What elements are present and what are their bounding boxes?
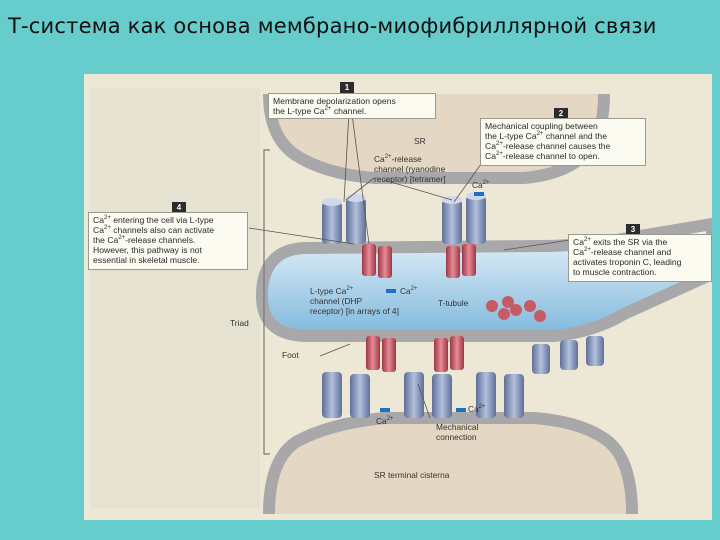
slide-title: Т-система как основа мембрано-миофибрилл… <box>8 14 712 38</box>
callout-2-line3a: Ca <box>485 141 496 151</box>
label-ca-lower-right: Ca2+ <box>468 404 486 414</box>
label-ca-upper-sup: 2+ <box>483 180 490 186</box>
callout-4-line3: the Ca2+-release channels. <box>93 235 243 245</box>
callout-3-line1: Ca2+ exits the SR via the <box>573 237 707 247</box>
label-t-tubule: T-tubule <box>438 298 468 308</box>
label-ltype-channel: L-type Ca2+ channel (DHP receptor) [in a… <box>310 286 440 316</box>
callout-3-sup1: 2+ <box>584 237 591 243</box>
label-ltype-sup: 2+ <box>346 286 353 292</box>
callout-1-number: 1 <box>340 82 354 93</box>
callout-2-line4b: -release channel to open. <box>503 151 600 161</box>
label-ca-ttubule-sup: 2+ <box>411 286 418 292</box>
callout-4-sup2: 2+ <box>104 225 111 231</box>
callout-3-line1b: exits the SR via the <box>591 237 667 247</box>
label-release-ca: Ca <box>374 154 385 164</box>
callout-2-line3: Ca2+-release channel causes the <box>485 141 641 151</box>
callout-1-line1: Membrane depolarization opens <box>273 96 431 106</box>
label-ltype-line1: L-type Ca2+ <box>310 286 440 296</box>
callout-3-line1a: Ca <box>573 237 584 247</box>
label-foot: Foot <box>282 350 299 360</box>
callout-3: Ca2+ exits the SR via the Ca2+-release c… <box>568 234 712 282</box>
callout-2-line2: the L-type Ca2+ channel and the <box>485 131 641 141</box>
callout-2-line2a: the L-type Ca <box>485 131 537 141</box>
label-release-line2: channel (ryanodine <box>374 164 484 174</box>
label-ltype-line2: channel (DHP <box>310 296 440 306</box>
callout-4-line3a: the Ca <box>93 235 118 245</box>
callout-4-line2b: channels also can activate <box>111 225 214 235</box>
label-ca-ttubule: Ca2+ <box>400 286 418 296</box>
label-sr-terminal-cisterna: SR terminal cisterna <box>374 470 449 480</box>
label-sr: SR <box>414 136 426 146</box>
label-mechanical-connection: Mechanical connection <box>436 422 478 442</box>
callout-3-line2b: -release channel and <box>591 247 671 257</box>
t-system-diagram: 1 Membrane depolarization opens the L-ty… <box>84 74 712 520</box>
label-ca-lower-left-sup: 2+ <box>387 416 394 422</box>
callout-4-line5: essential in skeletal muscle. <box>93 255 243 265</box>
callout-4-line2a: Ca <box>93 225 104 235</box>
callout-1-text-c: channel. <box>331 106 366 116</box>
callout-4: Ca2+ entering the cell via L-type Ca2+ c… <box>88 212 248 270</box>
label-release-sup: 2+ <box>385 154 392 160</box>
label-mech-line1: Mechanical <box>436 422 478 432</box>
label-ca-lower-right-sup: 2+ <box>479 404 486 410</box>
label-release-suffix: -release <box>392 154 422 164</box>
callout-2: Mechanical coupling between the L-type C… <box>480 118 646 166</box>
label-mech-line2: connection <box>436 432 478 442</box>
label-triad: Triad <box>230 318 249 328</box>
label-release-line1: Ca2+-release <box>374 154 484 164</box>
callout-2-line1: Mechanical coupling between <box>485 121 641 131</box>
label-ca-lower-left: Ca2+ <box>376 416 394 426</box>
callout-3-line2: Ca2+-release channel and <box>573 247 707 257</box>
callout-4-sup1: 2+ <box>104 215 111 221</box>
label-ltype-line3: receptor) [in arrays of 4] <box>310 306 440 316</box>
book-text-block <box>90 88 260 508</box>
callout-4-line2: Ca2+ channels also can activate <box>93 225 243 235</box>
callout-2-sup4: 2+ <box>496 151 503 157</box>
callout-2-line4a: Ca <box>485 151 496 161</box>
label-ca-upper-text: Ca <box>472 180 483 190</box>
label-ca-lower-right-text: Ca <box>468 404 479 414</box>
lower-ryanodine-receptors <box>322 372 524 418</box>
label-release-line3: receptor) [tetramer] <box>374 174 484 184</box>
callout-4-line1b: entering the cell via L-type <box>111 215 214 225</box>
callout-3-line2a: Ca <box>573 247 584 257</box>
label-release-channel: Ca2+-release channel (ryanodine receptor… <box>374 154 484 184</box>
callout-2-line2b: channel and the <box>543 131 607 141</box>
callout-2-line4: Ca2+-release channel to open. <box>485 151 641 161</box>
callout-2-line3b: -release channel causes the <box>503 141 611 151</box>
callout-1: Membrane depolarization opens the L-type… <box>268 93 436 119</box>
callout-4-line1: Ca2+ entering the cell via L-type <box>93 215 243 225</box>
label-ca-upper: Ca2+ <box>472 180 490 190</box>
callout-4-line3b: -release channels. <box>125 235 195 245</box>
callout-1-line2: the L-type Ca2+ channel. <box>273 106 431 116</box>
callout-1-text-b: the L-type Ca <box>273 106 325 116</box>
label-ca-ttubule-text: Ca <box>400 286 411 296</box>
callout-4-line1a: Ca <box>93 215 104 225</box>
callout-2-sup3: 2+ <box>496 141 503 147</box>
callout-3-sup2: 2+ <box>584 247 591 253</box>
callout-3-line3: activates troponin C, leading <box>573 257 707 267</box>
label-ca-lower-left-text: Ca <box>376 416 387 426</box>
callout-4-line4: However, this pathway is not <box>93 245 243 255</box>
callout-3-line4: to muscle contraction. <box>573 267 707 277</box>
label-ltype-text: L-type Ca <box>310 286 346 296</box>
